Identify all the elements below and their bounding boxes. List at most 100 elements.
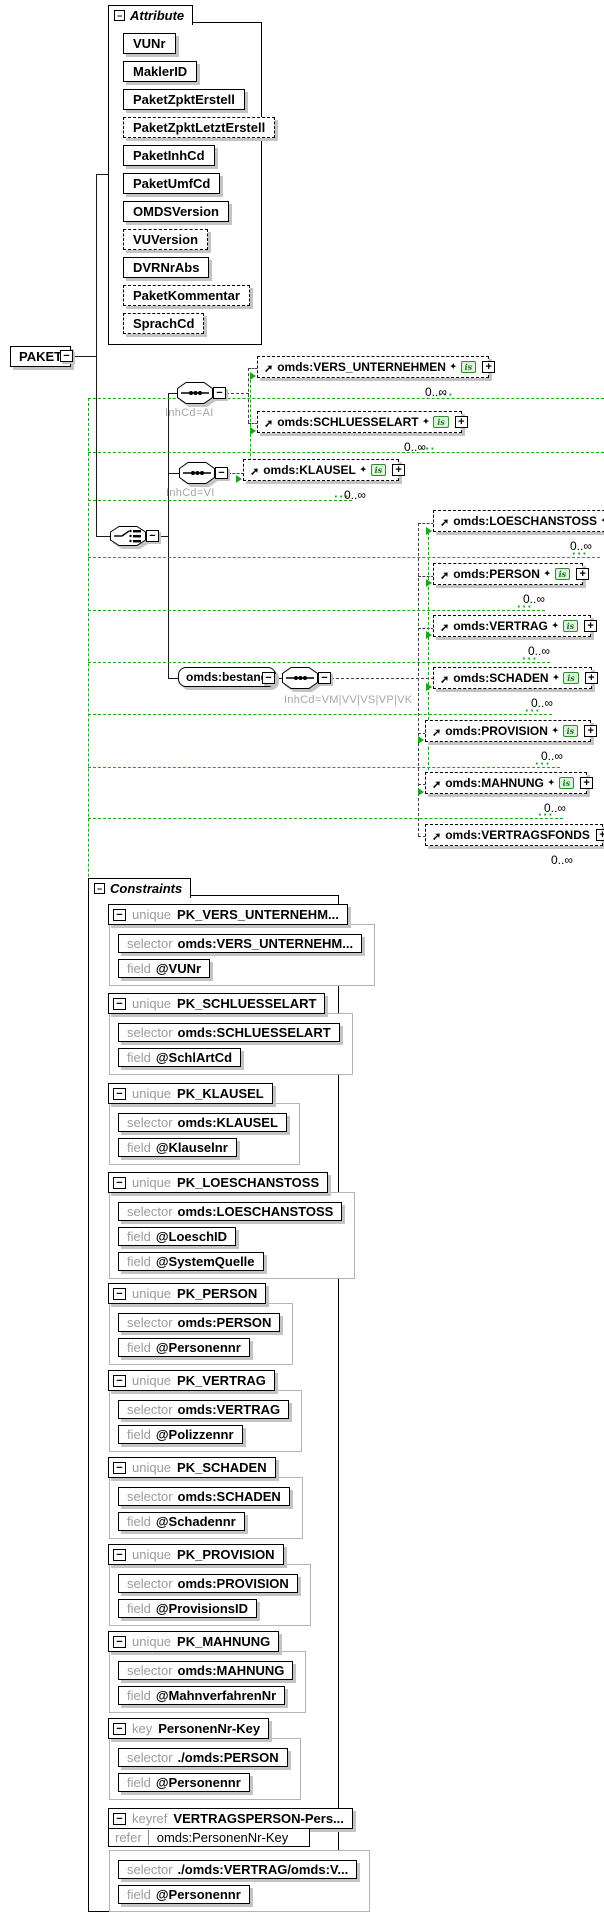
constraint-unique-pk-loeschanstoss[interactable]: unique PK_LOESCHANSTOSS bbox=[108, 1172, 329, 1193]
constraint-unique-pk-klausel[interactable]: unique PK_KLAUSEL bbox=[108, 1083, 273, 1104]
choice-compositor-icon[interactable] bbox=[110, 526, 146, 551]
constraint-unique-pk-person[interactable]: unique PK_PERSON bbox=[108, 1283, 267, 1304]
element-ref-omds-klausel[interactable]: omds:KLAUSEL is bbox=[243, 459, 406, 481]
constraint-selector[interactable]: selector omds:PROVISION bbox=[118, 1574, 298, 1593]
constraint-kind-label: unique bbox=[132, 996, 172, 1011]
collapse-constraint-button[interactable] bbox=[113, 1722, 126, 1735]
constraint-details: selector omds:PERSON field @Personennr bbox=[109, 1303, 294, 1365]
expand-schluesselart-button[interactable] bbox=[454, 416, 468, 428]
attribute-paketzpktletzterstell[interactable]: PaketZpktLetztErstell bbox=[123, 117, 276, 138]
constraint-unique-pk-vertrag[interactable]: unique PK_VERTRAG bbox=[108, 1370, 275, 1391]
constraint-key-personennr-key[interactable]: key PersonenNr-Key bbox=[108, 1718, 270, 1739]
constraint-selector[interactable]: selector omds:SCHLUESSELART bbox=[118, 1023, 340, 1042]
sequence-compositor-icon[interactable] bbox=[282, 667, 318, 694]
element-ref-omds-schaden[interactable]: omds:SCHADEN is bbox=[433, 667, 598, 689]
constraint-selector[interactable]: selector omds:KLAUSEL bbox=[118, 1113, 287, 1132]
constraint-field[interactable]: field @SystemQuelle bbox=[118, 1252, 264, 1271]
constraint-field[interactable]: field @MahnverfahrenNr bbox=[118, 1686, 286, 1705]
collapse-attributes-button[interactable] bbox=[114, 10, 125, 21]
constraint-selector[interactable]: selector omds:MAHNUNG bbox=[118, 1661, 294, 1680]
constraint-unique-pk-provision[interactable]: unique PK_PROVISION bbox=[108, 1544, 284, 1565]
attribute-dvrnrabs[interactable]: DVRNrAbs bbox=[123, 257, 210, 278]
attribute-sprachcd[interactable]: SprachCd bbox=[123, 313, 205, 334]
constraint-field[interactable]: field @Schadennr bbox=[118, 1512, 245, 1531]
constraint-field[interactable]: field @Polizzennr bbox=[118, 1425, 243, 1444]
collapse-constraint-button[interactable] bbox=[113, 908, 126, 921]
element-ref-omds-mahnung[interactable]: omds:MAHNUNG is bbox=[425, 772, 594, 794]
element-ref-omds-vertrag[interactable]: omds:VERTRAG is bbox=[433, 615, 598, 637]
collapse-constraint-button[interactable] bbox=[113, 1374, 126, 1387]
collapse-sequence-ai-button[interactable] bbox=[213, 387, 226, 399]
constraint-unique-pk-schluesselart[interactable]: unique PK_SCHLUESSELART bbox=[108, 993, 326, 1014]
element-reference-icon bbox=[432, 780, 441, 790]
attribute-omdsversion[interactable]: OMDSVersion bbox=[123, 201, 229, 222]
collapse-constraint-button[interactable] bbox=[113, 1087, 126, 1100]
element-ref-omds-loeschanstoss[interactable]: omds:LOESCHANSTOSS is bbox=[433, 510, 604, 532]
attribute-paketzpkterstell[interactable]: PaketZpktErstell bbox=[123, 89, 245, 110]
constraint-selector[interactable]: selector omds:LOESCHANSTOSS bbox=[118, 1202, 343, 1221]
selector-value: omds:SCHADEN bbox=[177, 1489, 281, 1504]
element-ref-omds-vertragsfonds[interactable]: omds:VERTRAGSFONDS bbox=[425, 824, 604, 846]
attribute-paketkommentar[interactable]: PaketKommentar bbox=[123, 285, 250, 306]
field-keyword: field bbox=[127, 1688, 151, 1703]
expand-person-button[interactable] bbox=[576, 568, 590, 580]
constraint-unique-pk-mahnung[interactable]: unique PK_MAHNUNG bbox=[108, 1631, 280, 1652]
constraint-field[interactable]: field @VUNr bbox=[118, 959, 211, 978]
constraint-selector[interactable]: selector ./omds:VERTRAG/omds:V... bbox=[118, 1860, 358, 1879]
collapse-constraint-button[interactable] bbox=[113, 1635, 126, 1648]
expand-provision-button[interactable] bbox=[584, 725, 598, 737]
constraint-unique-pk-vers-unternehm[interactable]: unique PK_VERS_UNTERNEHM... bbox=[108, 904, 348, 925]
element-omds-bestand[interactable]: omds:bestand bbox=[178, 667, 277, 687]
constraint-unique-pk-schaden[interactable]: unique PK_SCHADEN bbox=[108, 1457, 276, 1478]
constraint-field[interactable]: field @SchlArtCd bbox=[118, 1048, 242, 1067]
collapse-constraints-button[interactable] bbox=[94, 883, 105, 894]
constraint-kind-label: keyref bbox=[132, 1811, 168, 1826]
collapse-sequence-bestand-button[interactable] bbox=[318, 672, 331, 684]
expand-vertragsfonds-button[interactable] bbox=[595, 829, 604, 841]
constraint-selector[interactable]: selector omds:PERSON bbox=[118, 1313, 281, 1332]
attribute-maklerid[interactable]: MaklerID bbox=[123, 61, 198, 82]
expand-mahnung-button[interactable] bbox=[580, 777, 594, 789]
collapse-bestand-button[interactable] bbox=[262, 672, 275, 684]
collapse-constraint-button[interactable] bbox=[113, 997, 126, 1010]
constraint-field[interactable]: field @Personennr bbox=[118, 1338, 250, 1357]
collapse-constraint-button[interactable] bbox=[113, 1812, 126, 1825]
collapse-constraint-button[interactable] bbox=[113, 1461, 126, 1474]
attribute-vunr[interactable]: VUNr bbox=[123, 33, 176, 54]
expand-vertrag-button[interactable] bbox=[584, 620, 598, 632]
element-ref-omds-provision[interactable]: omds:PROVISION is bbox=[425, 720, 598, 742]
attribute-paketinhcd[interactable]: PaketInhCd bbox=[123, 145, 215, 166]
constraint-selector[interactable]: selector omds:VERTRAG bbox=[118, 1400, 290, 1419]
constraint-selector[interactable]: selector omds:SCHADEN bbox=[118, 1487, 290, 1506]
element-ref-omds-person[interactable]: omds:PERSON is bbox=[433, 563, 590, 585]
collapse-sequence-vi-button[interactable] bbox=[215, 467, 228, 479]
constraint-field[interactable]: field @ProvisionsID bbox=[118, 1599, 258, 1618]
constraint-keyref-vertragsperson[interactable]: keyref VERTRAGSPERSON-Pers... bbox=[108, 1808, 353, 1829]
expand-klausel-button[interactable] bbox=[392, 464, 406, 476]
constraint-selector[interactable]: selector ./omds:PERSON bbox=[118, 1748, 288, 1767]
field-keyword: field bbox=[127, 1601, 151, 1616]
sequence-compositor-icon[interactable] bbox=[177, 382, 213, 409]
constraint-field[interactable]: field @Klauselnr bbox=[118, 1138, 237, 1157]
element-ref-omds-vers-unternehmen[interactable]: omds:VERS_UNTERNEHMEN is bbox=[257, 356, 496, 378]
collapse-constraint-button[interactable] bbox=[113, 1287, 126, 1300]
sequence-compositor-icon[interactable] bbox=[179, 462, 215, 489]
selector-value: omds:VERTRAG bbox=[177, 1402, 281, 1417]
collapse-constraint-button[interactable] bbox=[113, 1176, 126, 1189]
field-keyword: field bbox=[127, 1887, 151, 1902]
expand-vers-unternehmen-button[interactable] bbox=[482, 361, 496, 373]
constraint-field[interactable]: field @Personennr bbox=[118, 1773, 250, 1792]
collapse-choice-button[interactable] bbox=[146, 530, 159, 542]
collapse-paket-button[interactable] bbox=[60, 350, 73, 362]
constraint-field[interactable]: field @LoeschID bbox=[118, 1227, 237, 1246]
element-ref-omds-schluesselart[interactable]: omds:SCHLUESSELART is bbox=[257, 411, 468, 433]
constraint-selector[interactable]: selector omds:VERS_UNTERNEHM... bbox=[118, 934, 363, 953]
expand-schaden-button[interactable] bbox=[584, 672, 598, 684]
constraint-field[interactable]: field @Personennr bbox=[118, 1885, 250, 1904]
field-keyword: field bbox=[127, 1254, 151, 1269]
collapse-constraint-button[interactable] bbox=[113, 1548, 126, 1561]
constraint-refer-row[interactable]: refer omds:PersonenNr-Key bbox=[108, 1828, 310, 1847]
connector-line bbox=[168, 678, 179, 679]
attribute-paketumfcd[interactable]: PaketUmfCd bbox=[123, 173, 221, 194]
attribute-vuversion[interactable]: VUVersion bbox=[123, 229, 209, 250]
